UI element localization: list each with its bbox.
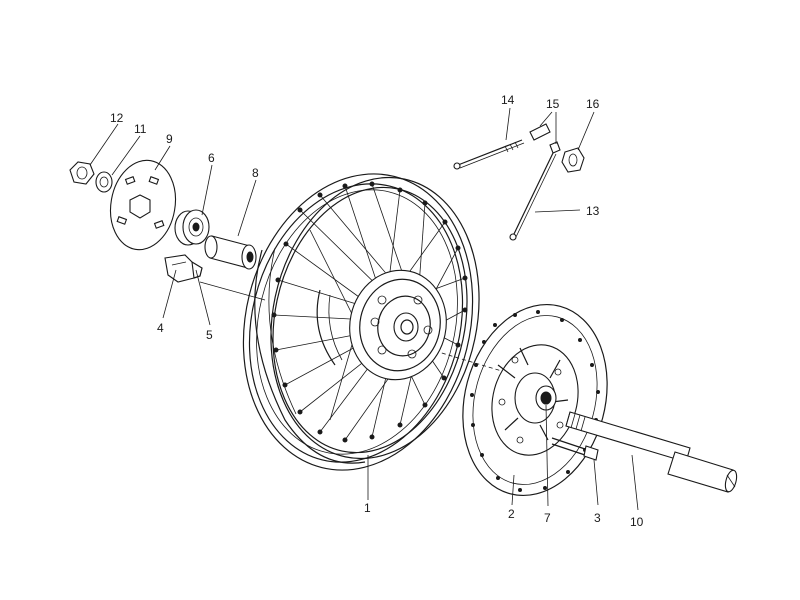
brake-disc [462,303,608,497]
nut-16 [561,147,585,173]
wheel-bearing [174,209,210,246]
callout-13: 13 [586,204,600,218]
speedo-cable-14 [453,139,525,170]
callout-4: 4 [157,321,164,335]
axle-nut [69,161,95,185]
callout-6: 6 [208,151,215,165]
callout-10: 10 [630,515,644,529]
leader-lines [89,107,639,511]
callout-3: 3 [594,511,601,525]
callout-16: 16 [586,97,600,111]
spoked-wheel [242,173,480,471]
spacer-tube [204,235,257,270]
fitting-15 [529,123,561,154]
callout-12: 12 [110,111,124,125]
wheel-hub [316,269,447,381]
callout-2: 2 [508,507,515,521]
speedometer-drive [164,254,203,283]
drive-plate [109,159,177,251]
callout-15: 15 [546,97,560,111]
callout-1: 1 [364,501,371,515]
spacer-7 [535,385,557,411]
callout-8: 8 [252,166,259,180]
washer [95,171,113,193]
disc-bolt [551,437,599,461]
callout-labels: 1 2 3 4 5 6 7 8 9 10 11 12 13 14 15 16 [110,93,644,529]
callout-7: 7 [544,511,551,525]
callout-5: 5 [206,328,213,342]
callout-11: 11 [134,122,147,136]
speedo-cable-13 [509,152,557,241]
callout-14: 14 [501,93,515,107]
wheel-axle [565,411,738,493]
callout-9: 9 [166,132,173,146]
